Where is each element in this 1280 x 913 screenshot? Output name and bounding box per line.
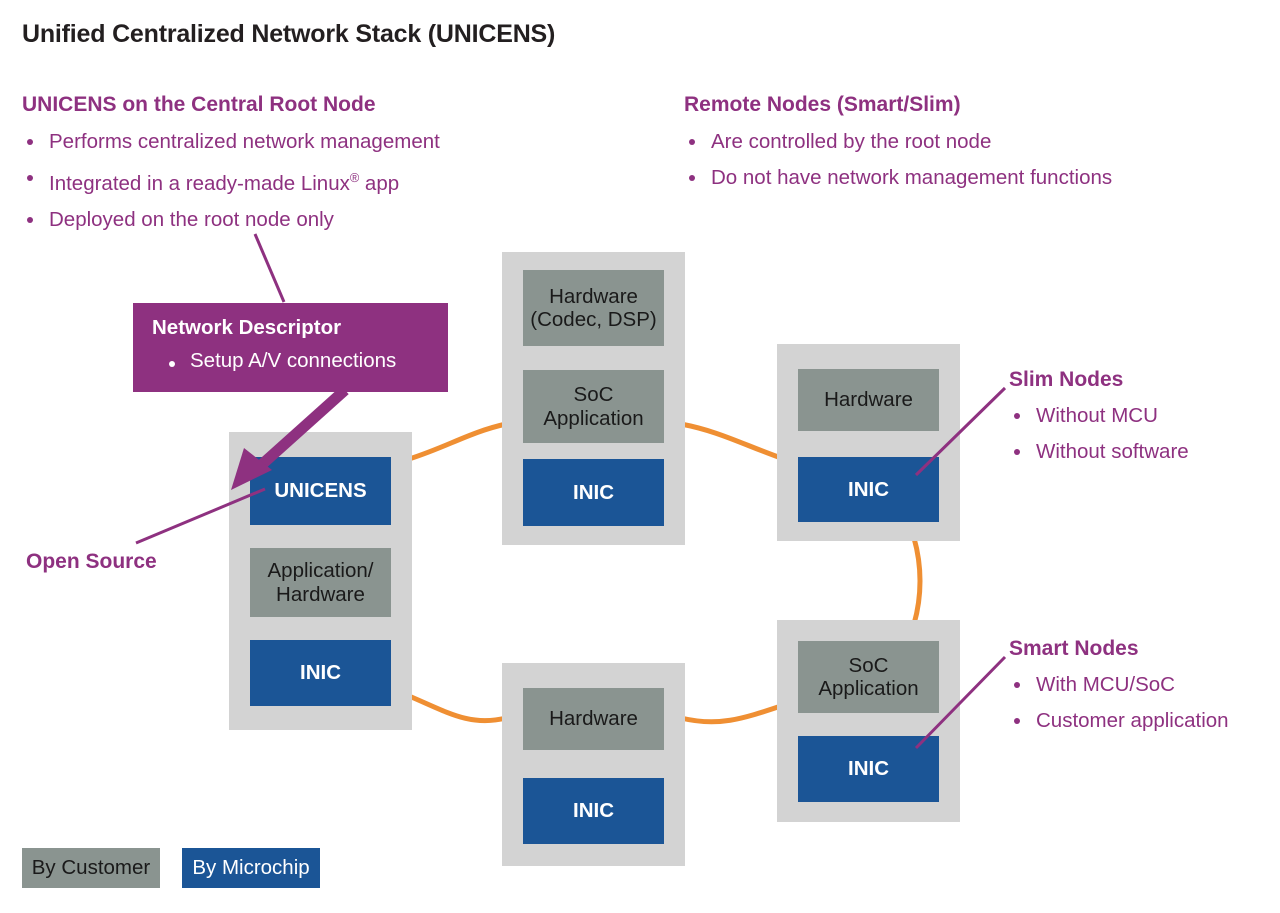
node-slim: Hardware INIC bbox=[777, 344, 960, 541]
registered-mark: ® bbox=[349, 170, 360, 185]
node-root: UNICENS Application/ Hardware INIC bbox=[229, 432, 412, 730]
list-item: Integrated in a ready-made Linux® app bbox=[22, 160, 440, 202]
block-soc-application: SoC Application bbox=[798, 641, 939, 713]
legend-by-microchip: By Microchip bbox=[182, 848, 320, 888]
list-item-label: Do not have network management functions bbox=[711, 166, 1113, 189]
network-descriptor-title: Network Descriptor bbox=[152, 316, 342, 339]
list-item-label: Without software bbox=[1036, 440, 1189, 463]
bullet-dot-icon bbox=[1014, 682, 1020, 688]
list-item: Without software bbox=[1009, 434, 1189, 470]
list-item-label: Integrated in a ready-made Linux® app bbox=[49, 170, 400, 195]
list-item: With MCU/SoC bbox=[1009, 667, 1229, 703]
link-root-to-topcenter bbox=[406, 421, 509, 462]
intro-left-heading: UNICENS on the Central Root Node bbox=[22, 93, 376, 116]
bullet-dot-icon bbox=[169, 361, 175, 367]
link-slim-to-smart bbox=[911, 535, 923, 627]
node-bottom-center: Hardware INIC bbox=[502, 663, 685, 866]
annotation-slim-bullets: Without MCU Without software bbox=[1009, 398, 1189, 470]
list-item-label: Customer application bbox=[1036, 709, 1229, 732]
annotation-slim-heading: Slim Nodes bbox=[1009, 368, 1124, 391]
annotation-smart-heading: Smart Nodes bbox=[1009, 637, 1139, 660]
block-hardware: Hardware bbox=[523, 688, 664, 750]
bullet-dot-icon bbox=[689, 139, 695, 145]
block-soc-application: SoC Application bbox=[523, 370, 664, 443]
list-item: Customer application bbox=[1009, 703, 1229, 739]
legend-by-customer: By Customer bbox=[22, 848, 160, 888]
list-item: Performs centralized network management bbox=[22, 124, 440, 160]
network-descriptor-box: Network Descriptor Setup A/V connections bbox=[133, 303, 448, 392]
list-item-label: Without MCU bbox=[1036, 404, 1158, 427]
block-inic: INIC bbox=[523, 778, 664, 844]
network-descriptor-bullet: Setup A/V connections bbox=[166, 349, 396, 373]
intro-left-bullets: Performs centralized network management … bbox=[22, 124, 440, 238]
bullet-dot-icon bbox=[27, 175, 33, 181]
annotation-smart-bullets: With MCU/SoC Customer application bbox=[1009, 667, 1229, 739]
block-inic: INIC bbox=[798, 736, 939, 802]
network-descriptor-bullet-label: Setup A/V connections bbox=[190, 349, 397, 372]
link-bottomcenter-to-root bbox=[406, 693, 509, 724]
node-smart: SoC Application INIC bbox=[777, 620, 960, 822]
bullet-dot-icon bbox=[1014, 718, 1020, 724]
intro-right-heading: Remote Nodes (Smart/Slim) bbox=[684, 93, 961, 116]
bullet-dot-icon bbox=[1014, 449, 1020, 455]
list-item: Deployed on the root node only bbox=[22, 202, 440, 238]
bullet-dot-icon bbox=[1014, 413, 1020, 419]
list-item-label: Deployed on the root node only bbox=[49, 207, 334, 231]
bullet-dot-icon bbox=[27, 216, 33, 223]
block-inic: INIC bbox=[523, 459, 664, 526]
link-topcenter-to-slim bbox=[678, 421, 784, 461]
annotation-open-source: Open Source bbox=[26, 550, 157, 573]
list-item-label: With MCU/SoC bbox=[1036, 673, 1175, 696]
leader-bullets-to-descriptor bbox=[253, 233, 286, 303]
block-hardware: Hardware bbox=[798, 369, 939, 431]
block-inic: INIC bbox=[798, 457, 939, 522]
list-item: Without MCU bbox=[1009, 398, 1189, 434]
link-smart-to-bottomcenter bbox=[678, 703, 784, 725]
node-top-center: Hardware (Codec, DSP) SoC Application IN… bbox=[502, 252, 685, 545]
page-title: Unified Centralized Network Stack (UNICE… bbox=[22, 20, 556, 48]
intro-right-bullets: Are controlled by the root node Do not h… bbox=[684, 124, 1112, 196]
list-item-label: Are controlled by the root node bbox=[711, 130, 992, 153]
block-inic: INIC bbox=[250, 640, 391, 706]
bullet-dot-icon bbox=[689, 175, 695, 181]
block-unicens: UNICENS bbox=[250, 457, 391, 525]
list-item: Are controlled by the root node bbox=[684, 124, 1112, 160]
list-item: Do not have network management functions bbox=[684, 160, 1112, 196]
list-item-label: Performs centralized network management bbox=[49, 130, 440, 153]
block-application-hardware: Application/ Hardware bbox=[250, 548, 391, 617]
block-hardware-codec-dsp: Hardware (Codec, DSP) bbox=[523, 270, 664, 346]
bullet-dot-icon bbox=[27, 139, 33, 145]
